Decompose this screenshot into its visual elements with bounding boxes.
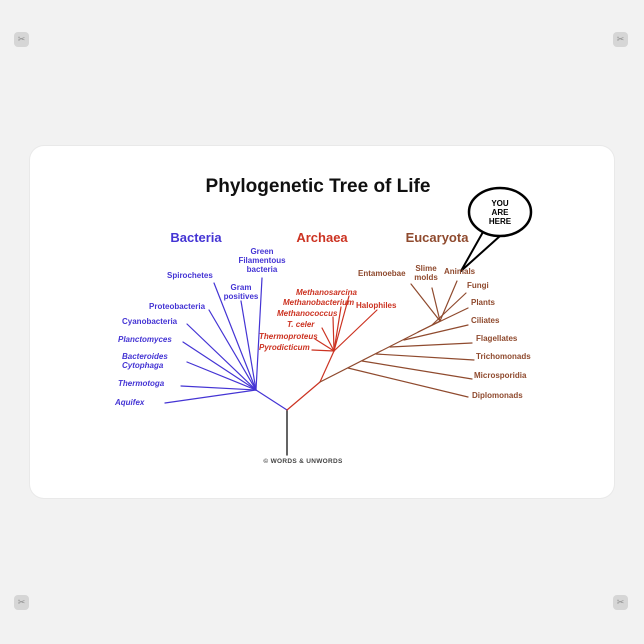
taxon-label-proteobacteria: Proteobacteria — [149, 302, 206, 311]
taxon-label-animals: Animals — [444, 267, 476, 276]
scissors-cut-icon: ✂ — [613, 32, 628, 47]
scissors-cut-icon: ✂ — [14, 32, 29, 47]
scissors-cut-icon: ✂ — [613, 595, 628, 610]
taxon-label-halophiles: Halophiles — [356, 301, 397, 310]
watermark: © WORDS & UNWORDS — [263, 458, 343, 465]
scissors-cut-icon: ✂ — [14, 595, 29, 610]
scissors-glyph: ✂ — [616, 34, 625, 44]
scissors-glyph: ✂ — [616, 597, 625, 607]
taxon-label-t-celer: T. celer — [287, 320, 315, 329]
scissors-glyph: ✂ — [17, 597, 26, 607]
taxon-label-spirochetes: Spirochetes — [167, 271, 213, 280]
taxon-label-thermotoga: Thermotoga — [118, 379, 165, 388]
taxon-label-plants: Plants — [471, 298, 496, 307]
taxon-label-fungi: Fungi — [467, 281, 489, 290]
taxon-label-aquifex: Aquifex — [115, 398, 145, 407]
taxon-label-methanosarcina: Methanosarcina — [296, 288, 357, 297]
taxon-label-slime-molds: Slime molds — [414, 264, 438, 282]
taxon-label-green-filamentous-bacteria: Green Filamentous bacteria — [238, 247, 286, 274]
taxon-label-pyrodicticum: Pyrodicticum — [259, 343, 310, 352]
taxon-label-bacteroides-cytophaga: Bacteroides Cytophaga — [122, 352, 168, 370]
domain-label-archaea: Archaea — [296, 230, 348, 245]
taxon-label-methanobacterium: Methanobacterium — [283, 298, 355, 307]
domain-label-eucaryota: Eucaryota — [405, 230, 469, 245]
domain-label-bacteria: Bacteria — [170, 230, 222, 245]
scissors-glyph: ✂ — [17, 34, 26, 44]
taxon-label-gram-positives: Gram positives — [223, 283, 259, 301]
sticker-background — [30, 146, 614, 498]
taxon-label-diplomonads: Diplomonads — [472, 391, 523, 400]
taxon-label-entamoebae: Entamoebae — [358, 269, 406, 278]
taxon-label-planctomyces: Planctomyces — [118, 335, 172, 344]
taxon-label-flagellates: Flagellates — [476, 334, 518, 343]
taxon-label-trichomonads: Trichomonads — [476, 352, 531, 361]
taxon-label-ciliates: Ciliates — [471, 316, 500, 325]
taxon-label-cyanobacteria: Cyanobacteria — [122, 317, 178, 326]
you-are-here-text: YOU ARE HERE — [488, 199, 512, 226]
taxon-label-methanococcus: Methanococcus — [277, 309, 338, 318]
taxon-label-microsporidia: Microsporidia — [474, 371, 527, 380]
taxon-label-thermoproteus: Thermoproteus — [259, 332, 318, 341]
page-title: Phylogenetic Tree of Life — [205, 176, 431, 197]
